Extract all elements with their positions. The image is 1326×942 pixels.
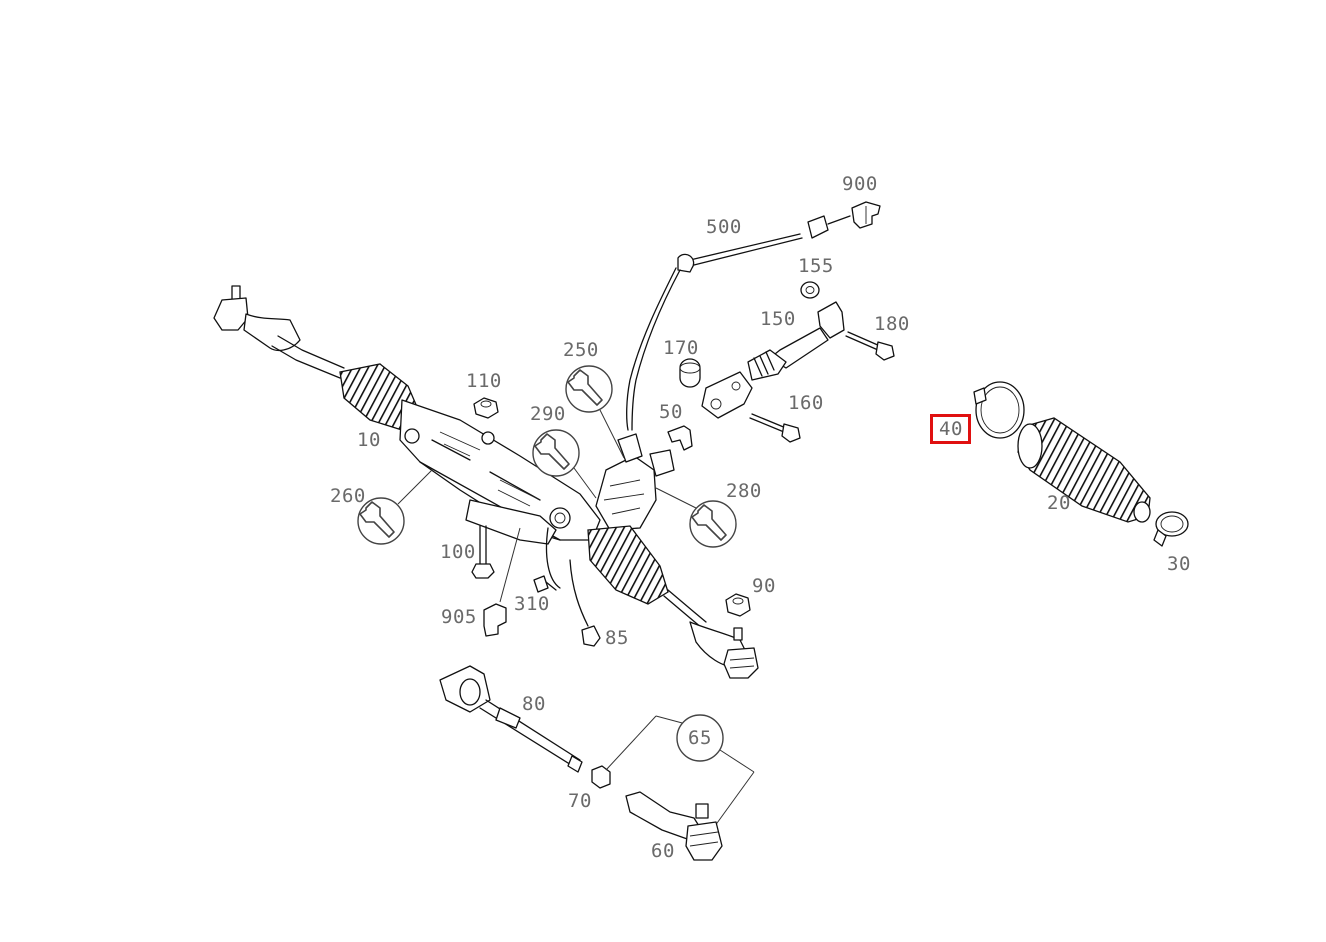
part-150-shaft[interactable] [701,301,845,419]
part-160-bolt[interactable] [749,413,801,443]
label-part-900[interactable]: 900 [842,173,878,195]
part-110-nut[interactable] [473,397,499,419]
label-part-905[interactable]: 905 [441,606,477,628]
torque-wrench-280-icon[interactable] [689,500,737,548]
part-40-clamp[interactable] [973,381,1025,439]
label-part-110[interactable]: 110 [466,370,502,392]
label-part-280[interactable]: 280 [726,480,762,502]
part-65-group-lines [605,714,755,831]
part-80-tie-rod[interactable] [439,665,583,773]
label-part-20[interactable]: 20 [1047,492,1071,514]
wrench-leader-lines [397,409,697,603]
part-60-tie-rod-end[interactable] [625,791,723,861]
label-part-70[interactable]: 70 [568,790,592,812]
part-155-washer[interactable] [800,281,820,299]
label-part-250[interactable]: 250 [563,339,599,361]
part-100-bolt[interactable] [471,525,495,579]
label-part-30[interactable]: 30 [1167,553,1191,575]
torque-wrench-260-icon[interactable] [357,497,405,545]
part-90-nut[interactable] [725,593,751,617]
part-85-cap[interactable] [581,625,601,647]
part-30-clamp[interactable] [1153,511,1189,547]
label-part-160[interactable]: 160 [788,392,824,414]
label-part-90[interactable]: 90 [752,575,776,597]
label-part-500[interactable]: 500 [706,216,742,238]
part-10-steering-rack[interactable] [213,285,759,679]
label-part-155[interactable]: 155 [798,255,834,277]
label-part-150[interactable]: 150 [760,308,796,330]
torque-wrench-290-icon[interactable] [532,429,580,477]
label-part-65[interactable]: 65 [688,727,712,749]
label-part-310[interactable]: 310 [514,593,550,615]
label-part-290[interactable]: 290 [530,403,566,425]
label-part-85[interactable]: 85 [605,627,629,649]
label-part-170[interactable]: 170 [663,337,699,359]
label-part-60[interactable]: 60 [651,840,675,862]
part-50-bracket[interactable] [667,425,693,451]
part-180-bolt[interactable] [845,331,895,361]
part-65-circle [676,714,724,762]
label-part-40-selected[interactable]: 40 [930,414,971,444]
part-900-clip[interactable] [851,201,881,229]
label-part-260[interactable]: 260 [330,485,366,507]
part-170-bushing[interactable] [679,358,701,388]
part-905-clip[interactable] [483,603,507,637]
label-part-100[interactable]: 100 [440,541,476,563]
part-20-boot[interactable] [1017,417,1151,523]
torque-wrench-250-icon[interactable] [565,365,613,413]
part-500-cable[interactable] [626,215,851,431]
part-310-screw[interactable] [533,575,557,593]
label-part-50[interactable]: 50 [659,401,683,423]
label-part-10[interactable]: 10 [357,429,381,451]
part-70-nut[interactable] [591,765,611,789]
label-part-80[interactable]: 80 [522,693,546,715]
label-part-180[interactable]: 180 [874,313,910,335]
